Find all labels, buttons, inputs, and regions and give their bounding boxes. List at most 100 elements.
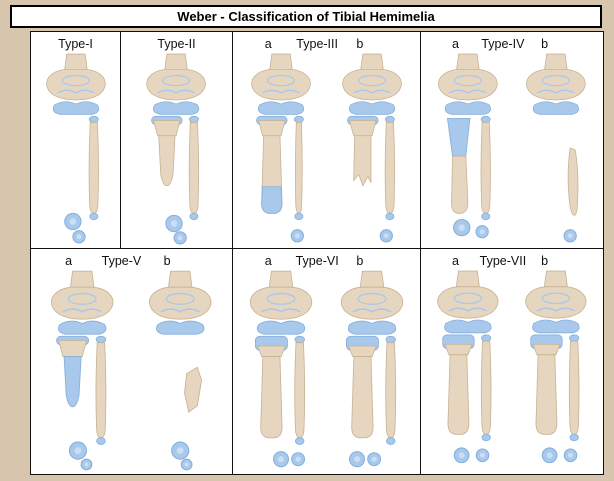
epiphysis-band [52,101,99,115]
bone-figure [45,53,106,244]
tibia-shaft-cartilage [63,356,82,408]
type-label: Type-III [296,37,338,51]
tibia-shaft [260,356,283,439]
tibia-plateau [532,343,562,356]
fibula-malleolus-cartilage [294,212,304,221]
femur-condyle [437,286,499,319]
panel-label-row: a Type-III b [233,32,420,52]
figures-area [233,269,420,472]
femur-shaft [164,53,189,70]
tibia-shaft [351,356,374,439]
fibula-malleolus-cartilage [481,212,491,221]
bone-figure-wrap [134,269,226,472]
femur-shaft [456,53,480,70]
fibula-shaft [480,340,492,435]
fibula-shaft [294,342,306,439]
femur-condyle-line [353,89,391,94]
femur-epiphysis-line [267,74,295,87]
femur-epiphysis-line [358,74,386,87]
tarsal-ossicle-highlight [479,229,485,235]
femur-condyle [340,286,404,320]
panel-type-1: Type-I [30,31,121,249]
bone-figure [340,270,404,468]
fibula-fragment [568,147,579,216]
bone-figure-wrap [514,269,598,472]
panel-label-row: Type-II [121,32,232,52]
femur-shaft [360,53,384,70]
femur-condyle-line [157,89,196,94]
femur-epiphysis-line [542,292,571,305]
sublabel-a: a [451,37,459,51]
femur-condyle-line [262,89,300,94]
femur-condyle [249,286,313,320]
diagram-title: Weber - Classification of Tibial Hemimel… [10,5,602,28]
femur-condyle [437,68,498,101]
bone-figure-wrap [426,52,510,246]
sublabel-a: a [65,254,73,268]
bone-figure-wrap [125,52,227,246]
tibia-distal-cartilage [261,186,283,214]
fibula-shaft [95,342,107,439]
tarsal-ossicle-highlight [74,447,82,455]
epiphysis-band [533,101,580,115]
tibia-shaft [447,354,470,435]
panel-label-row: a Type-VII b [421,249,603,269]
femur-epiphysis-line [68,292,98,305]
sublabel-b: b [541,37,549,51]
fibula-shaft [569,340,580,435]
femur-condyle-line [261,308,301,313]
fibula-malleolus-cartilage [189,212,199,221]
femur-condyle [251,68,311,101]
tibia-plateau [153,120,182,137]
femur-shaft [63,53,88,70]
tarsal-ossicle-highlight [383,233,389,239]
fibula-shaft [189,122,200,214]
femur-condyle [149,286,212,320]
figures-area [31,52,120,246]
femur-condyle [146,68,207,101]
bone-figure [146,53,207,245]
fibula-shaft [385,342,397,439]
femur-condyle-line [352,308,392,313]
bone-figure [51,270,114,471]
type-label: Type-II [157,37,196,51]
fibula-malleolus-cartilage [481,433,491,442]
fibula-head-cartilage [96,335,107,344]
sublabel-b: b [356,37,364,51]
fibula-malleolus-cartilage [385,212,395,221]
epiphysis-band [348,101,396,115]
epiphysis-band [444,319,492,334]
femur-shaft [544,270,569,288]
tarsal-ossicle-highlight [178,235,184,241]
fibula-shaft [294,122,303,214]
femur-condyle [525,286,587,319]
femur-condyle [51,286,114,320]
fibula-head-cartilage [385,335,396,344]
tarsal-ossicle-highlight [458,224,465,231]
tibia-shaft-short [158,135,176,187]
tarsal-ossicle-highlight [184,462,189,467]
tarsal-ossicle-highlight [294,233,300,239]
bone-fragment [184,366,203,413]
femur-condyle [342,68,402,101]
sublabel-a: a [264,254,272,268]
bone-figure-wrap [329,52,415,246]
tarsal-ossicle-highlight [479,452,485,458]
type-label: Type-VI [295,254,339,268]
panel-type-4: a Type-IV b [420,31,604,249]
tarsal-ossicle-highlight [171,220,178,227]
sublabel-b: b [541,254,549,268]
fibula-malleolus-cartilage [385,437,396,445]
tarsal-ossicle-highlight [354,456,361,463]
femur-condyle [526,68,586,101]
femur-shaft [359,270,385,288]
tibia-plateau [348,120,377,137]
sublabel-b: b [356,254,364,268]
fibula-shaft [384,122,396,214]
bone-figure [525,270,587,464]
bone-figure [149,270,212,471]
tarsal-ossicle-highlight [176,447,184,455]
bone-figure-wrap [329,269,415,472]
tarsal-ossicle-highlight [547,452,553,459]
femur-condyle-line [160,308,200,313]
